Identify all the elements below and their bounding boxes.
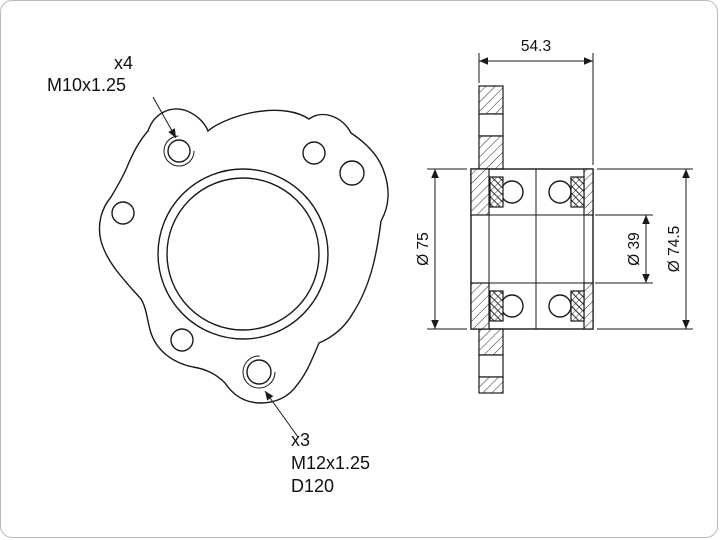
bolt-hole xyxy=(170,328,194,352)
flange-outline xyxy=(98,108,389,404)
flange-plate-section xyxy=(478,85,504,394)
dimension-flange-od: Ø 75 xyxy=(415,168,467,330)
dim-hub-od-label: Ø 74.5 xyxy=(666,226,683,273)
callout-m10-spec: M10x1.25 xyxy=(47,75,126,95)
flange-hatch-block xyxy=(478,328,504,356)
housing-wall-hatch xyxy=(470,168,490,216)
pilot-bore-outer-circle xyxy=(157,168,329,340)
housing-wall-hatch xyxy=(583,168,594,216)
dimension-bore: Ø 39 xyxy=(595,214,653,284)
leader-m10 xyxy=(152,96,177,139)
bolt-hole xyxy=(111,201,135,225)
bearing-seal xyxy=(570,176,585,208)
bearing-seal xyxy=(489,290,504,322)
flange-hatch-block xyxy=(478,85,504,115)
bolt-hole-m10-thread xyxy=(163,135,195,167)
callout-m10-qty: x4 xyxy=(114,53,133,73)
bolt-hole-m12 xyxy=(246,359,272,385)
stud-hole-gap xyxy=(478,354,504,378)
dim-width-label: 54.3 xyxy=(521,38,551,55)
pilot-bore-inner-circle xyxy=(166,177,320,331)
bearing-ball xyxy=(548,294,572,318)
dim-flange-od-label: Ø 75 xyxy=(415,232,432,266)
bearing-ball xyxy=(548,180,572,204)
stud-hole-gap xyxy=(478,113,504,137)
leader-m12 xyxy=(264,390,299,438)
dim-bore-label: Ø 39 xyxy=(626,232,643,266)
housing-wall-hatch xyxy=(583,282,594,330)
bolt-hole-m10 xyxy=(167,139,191,163)
bearing-ball xyxy=(500,180,524,204)
flange-front-view: x4 M10x1.25 x3 M12x1.25 D120 xyxy=(47,53,389,496)
dimension-hub-od: Ø 74.5 xyxy=(597,168,693,330)
bearing-housing-section xyxy=(470,168,594,330)
dimension-width: 54.3 xyxy=(478,38,594,165)
bearing-seal xyxy=(489,176,504,208)
callout-m12-qty: x3 xyxy=(291,430,310,450)
housing-outline xyxy=(470,168,594,330)
flange-hatch-block xyxy=(478,135,504,170)
bearing-ball xyxy=(500,294,524,318)
bolt-hole xyxy=(302,141,326,165)
housing-wall-hatch xyxy=(470,282,490,330)
callout-m12-pcd: D120 xyxy=(291,476,334,496)
hub-section-view: 54.3 Ø 75 Ø 39 Ø 74.5 xyxy=(415,38,693,394)
flange-hatch-block xyxy=(478,376,504,394)
bearing-seal xyxy=(570,290,585,322)
bolt-hole xyxy=(339,160,365,186)
bolt-hole-m12-thread xyxy=(242,355,276,389)
callout-m12-spec: M12x1.25 xyxy=(291,453,370,473)
